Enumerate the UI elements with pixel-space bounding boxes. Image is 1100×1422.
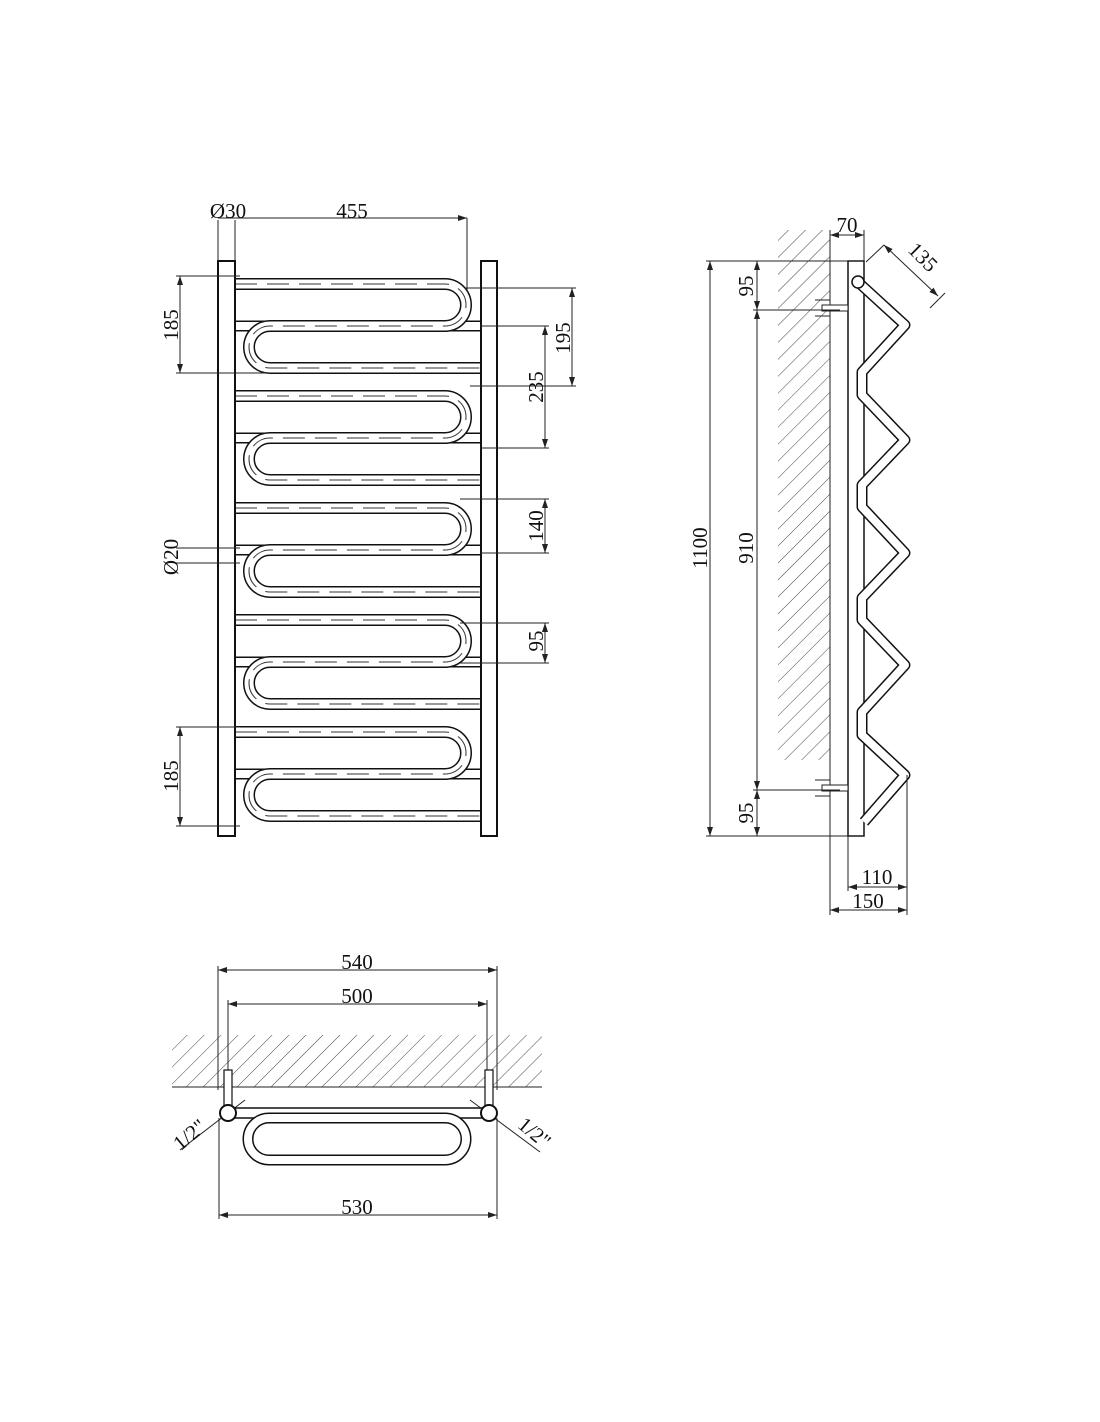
wall-bracket-top [815, 299, 849, 317]
thread-right-label: 1/2" [513, 1112, 556, 1153]
dim-110-label: 110 [862, 865, 893, 889]
dim-150-label: 150 [852, 889, 884, 913]
height-1100-label: 1100 [688, 527, 712, 568]
side-dimension-lines [706, 230, 946, 915]
right-post [480, 260, 498, 837]
wall-hatch-side [778, 230, 830, 760]
width-455-label: 455 [336, 199, 368, 223]
top-view: 540 500 530 1/2" 1/2" [168, 950, 556, 1219]
dim-70-label: 70 [837, 213, 858, 237]
dim-530-label: 530 [341, 1195, 373, 1219]
tube-centerline [235, 283, 481, 369]
wall-bracket-bottom [815, 779, 849, 797]
dim-135-label: 135 [903, 237, 942, 276]
post-diameter-label: Ø30 [210, 199, 246, 223]
top-view-tubes [219, 1069, 498, 1166]
dim-95-label: 95 [524, 631, 548, 652]
side-zigzag-tubes [851, 275, 911, 826]
front-view: Ø30 455 185 195 235 140 Ø20 95 185 [159, 199, 576, 837]
side-view: 70 135 1100 910 95 95 110 150 [688, 213, 946, 915]
tube-centerline [235, 731, 481, 817]
tube-centerline [235, 507, 481, 593]
dim-185-bottom-label: 185 [159, 760, 183, 792]
dim-235-label: 235 [524, 371, 548, 403]
side-post [847, 260, 865, 837]
dim-500-label: 500 [341, 984, 373, 1008]
dim-95-bottom-label: 95 [734, 803, 758, 824]
thread-left-label: 1/2" [168, 1114, 211, 1155]
dim-140-label: 140 [524, 510, 548, 542]
wall-hatch-top [172, 1035, 542, 1087]
dim-185-top-label: 185 [159, 309, 183, 341]
dim-195-label: 195 [551, 322, 575, 354]
dim-910-label: 910 [734, 532, 758, 564]
tube-diameter-label: Ø20 [159, 539, 183, 575]
dim-540-label: 540 [341, 950, 373, 974]
front-dimension-lines [176, 215, 576, 827]
tube-centerline [235, 395, 481, 481]
serpentine-tubes [235, 278, 481, 822]
top-dimension-lines [179, 966, 541, 1219]
dim-95-top-label: 95 [734, 276, 758, 297]
tube-centerline [235, 619, 481, 705]
